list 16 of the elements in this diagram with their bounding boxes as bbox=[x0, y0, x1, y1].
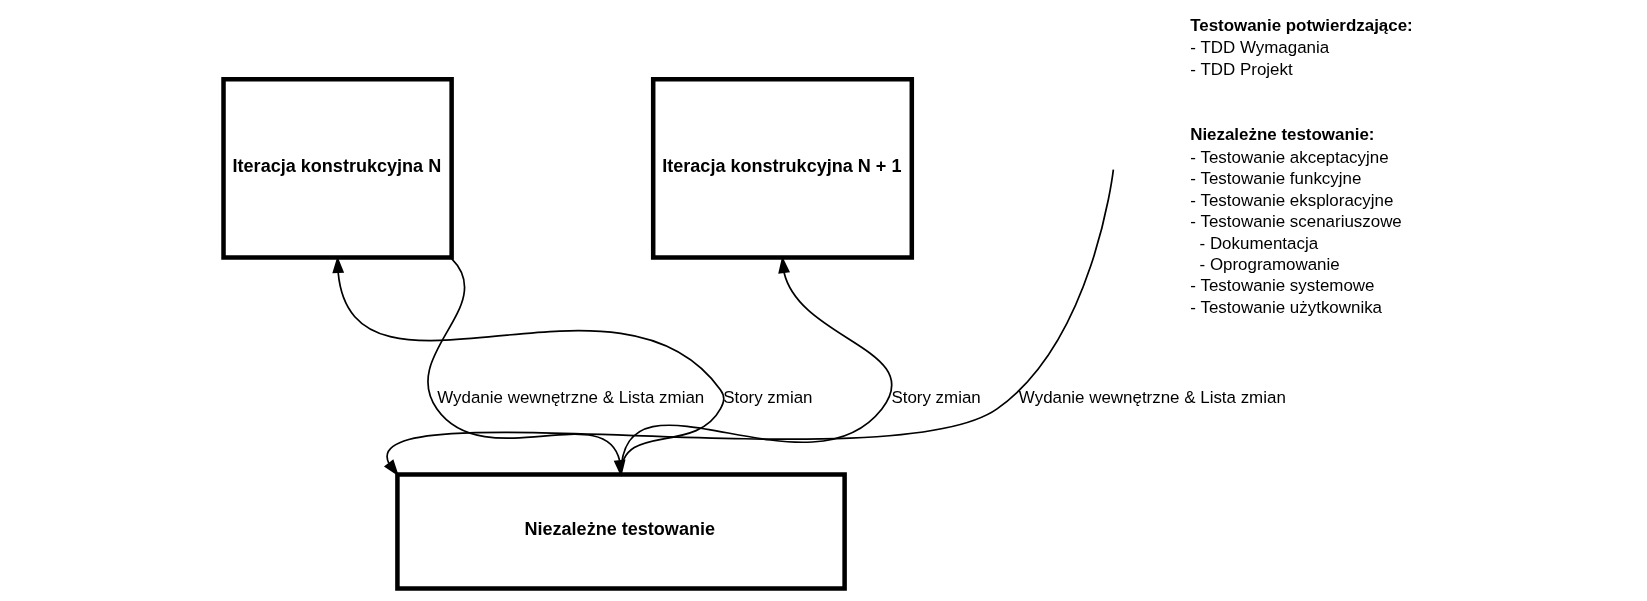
label: - Testowanie funkcyjne bbox=[1189, 169, 1361, 189]
label: - Oprogramowanie bbox=[1199, 255, 1340, 275]
label: - TDD Wymagania bbox=[1189, 38, 1329, 58]
label: - Testowanie eksploracyjne bbox=[1189, 190, 1393, 210]
label: - Testowanie systemowe bbox=[1189, 276, 1375, 296]
label: - Testowanie scenariuszowe bbox=[1189, 212, 1402, 232]
edge-label: Story zmian bbox=[722, 388, 812, 408]
label: Testowanie potwierdzające: bbox=[1189, 15, 1413, 35]
label: - TDD Projekt bbox=[1189, 59, 1293, 79]
edge-label: Wydanie wewnętrzne & Lista zmian bbox=[436, 388, 704, 408]
label: - Testowanie akceptacyjne bbox=[1189, 147, 1389, 167]
label: Niezależne testowanie: bbox=[1189, 125, 1374, 145]
label: - Testowanie użytkownika bbox=[1189, 297, 1382, 317]
label: - Dokumentacja bbox=[1199, 233, 1318, 253]
edge-label: Story zmian bbox=[890, 388, 981, 408]
edge-label: Wydanie wewnętrzne & Lista zmian bbox=[1018, 388, 1286, 408]
